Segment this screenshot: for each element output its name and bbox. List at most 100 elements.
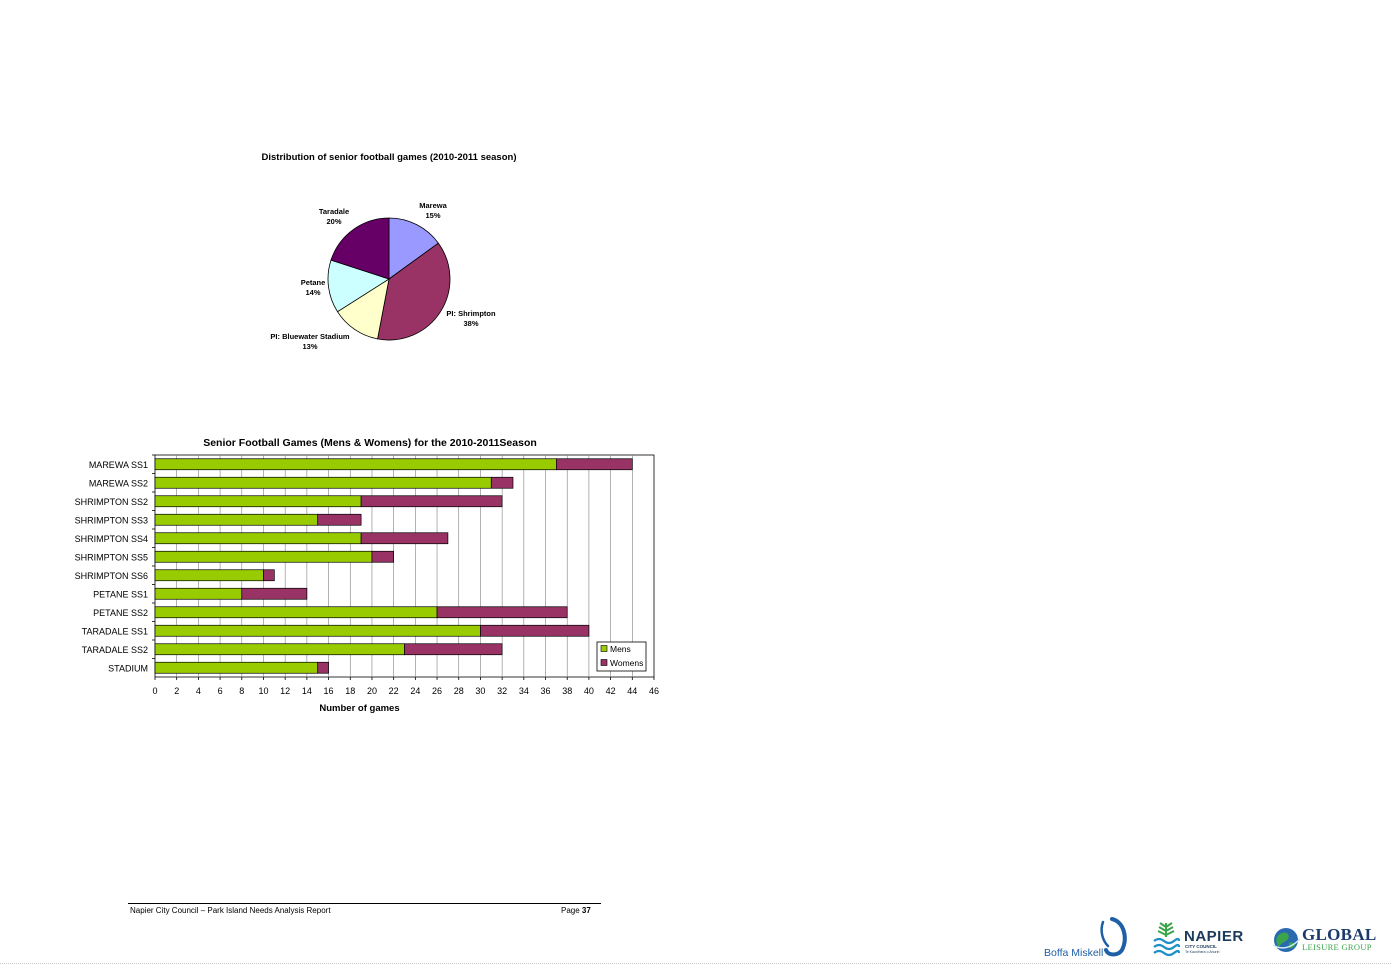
y-tick-label: TARADALE SS1: [82, 626, 148, 636]
page-bottom-divider: [0, 963, 1391, 964]
x-tick-label: 6: [218, 686, 223, 696]
bar-womens: [490, 476, 514, 489]
bar-womens: [556, 458, 633, 471]
napier-logo-maori-text: Te Kaunihera o Ahuriri: [1185, 950, 1220, 954]
bar-womens: [436, 606, 568, 619]
footer-report-title: Napier City Council – Park Island Needs …: [130, 906, 331, 915]
bar-mens: [154, 513, 319, 526]
x-tick-label: 26: [432, 686, 442, 696]
pie-chart-title: Distribution of senior football games (2…: [261, 152, 517, 163]
y-tick-label: SHRIMPTON SS4: [75, 534, 148, 544]
page-number: 37: [581, 906, 591, 915]
x-tick-label: 32: [497, 686, 507, 696]
x-tick-label: 14: [302, 686, 312, 696]
x-tick-label: 22: [389, 686, 399, 696]
bar-womens: [371, 550, 395, 563]
bar-mens: [154, 606, 438, 619]
x-tick-label: 38: [562, 686, 572, 696]
bar-womens: [263, 569, 275, 582]
x-tick-label: 44: [627, 686, 637, 696]
legend: [596, 641, 647, 672]
bar-mens: [154, 569, 264, 582]
x-tick-label: 8: [239, 686, 244, 696]
pie-label-percent: 20%: [326, 217, 342, 226]
bar-mens: [154, 532, 362, 545]
bar-womens: [241, 587, 308, 600]
page-prefix: Page: [561, 906, 580, 915]
bar-mens: [154, 643, 405, 656]
bar-mens: [154, 587, 243, 600]
pie-label-percent: 38%: [463, 319, 479, 328]
global-logo-subtext: LEISURE GROUP: [1302, 942, 1372, 952]
x-tick-label: 10: [258, 686, 268, 696]
global-leisure-globe-icon: [1272, 928, 1301, 952]
pie-label-name: PI: Shrimpton: [446, 309, 496, 318]
bar-mens: [154, 476, 492, 489]
bar-mens: [154, 624, 481, 637]
global-logo-text: GLOBAL: [1302, 925, 1377, 944]
legend-swatch: [600, 645, 608, 652]
boffa-miskell-logo-icon: [1100, 917, 1127, 957]
bar-mens: [154, 550, 373, 563]
y-tick-label: STADIUM: [108, 663, 148, 673]
footer-rule: [128, 903, 601, 904]
y-tick-label: SHRIMPTON SS5: [75, 552, 148, 562]
y-tick-label: TARADALE SS2: [82, 645, 148, 655]
plot-area: [154, 454, 655, 678]
y-tick-label: MAREWA SS1: [89, 460, 148, 470]
x-tick-label: 42: [606, 686, 616, 696]
napier-logo-text: NAPIER: [1184, 928, 1244, 945]
legend-label: Mens: [610, 644, 631, 654]
pie-label-name: Taradale: [318, 207, 350, 216]
x-tick-label: 24: [410, 686, 420, 696]
pie-label-name: Petane: [300, 278, 326, 287]
bar-mens: [154, 495, 362, 508]
x-tick-label: 46: [649, 686, 659, 696]
pie-label-percent: 15%: [425, 211, 441, 220]
x-tick-label: 0: [152, 686, 157, 696]
bar-womens: [360, 495, 503, 508]
x-axis-title: Number of games: [319, 703, 399, 714]
x-tick-label: 12: [280, 686, 290, 696]
bar-womens: [317, 513, 362, 526]
x-tick-label: 40: [584, 686, 594, 696]
bar-mens: [154, 458, 557, 471]
y-tick-label: SHRIMPTON SS2: [75, 497, 148, 507]
x-tick-label: 18: [345, 686, 355, 696]
bar-womens: [317, 661, 329, 674]
x-tick-label: 2: [174, 686, 179, 696]
pie-label-name: PI: Bluewater Stadium: [270, 332, 350, 341]
x-tick-label: 28: [454, 686, 464, 696]
boffa-miskell-logo-text: Boffa Miskell: [1044, 947, 1104, 959]
pie-label-percent: 13%: [302, 342, 318, 351]
bar-womens: [404, 643, 503, 656]
y-tick-label: PETANE SS2: [93, 608, 148, 618]
pie-label-percent: 14%: [305, 288, 321, 297]
bar-mens: [154, 661, 319, 674]
napier-logo-subtext: CITY COUNCIL: [1185, 944, 1217, 949]
bar-chart-title: Senior Football Games (Mens & Womens) fo…: [203, 437, 537, 449]
x-tick-label: 4: [196, 686, 201, 696]
y-tick-label: MAREWA SS2: [89, 478, 148, 488]
bar-womens: [360, 532, 449, 545]
y-tick-label: SHRIMPTON SS6: [75, 571, 148, 581]
footer-page-number: Page 37: [561, 906, 591, 915]
legend-swatch: [600, 659, 608, 666]
bar-womens: [480, 624, 590, 637]
x-tick-label: 36: [541, 686, 551, 696]
pie-label-name: Marewa: [419, 201, 447, 210]
y-tick-label: SHRIMPTON SS3: [75, 515, 148, 525]
x-tick-label: 20: [367, 686, 377, 696]
legend-label: Womens: [610, 658, 643, 668]
x-tick-label: 30: [475, 686, 485, 696]
x-tick-label: 34: [519, 686, 529, 696]
x-tick-label: 16: [324, 686, 334, 696]
y-tick-label: PETANE SS1: [93, 589, 148, 599]
napier-council-logo-icon: [1153, 922, 1180, 957]
